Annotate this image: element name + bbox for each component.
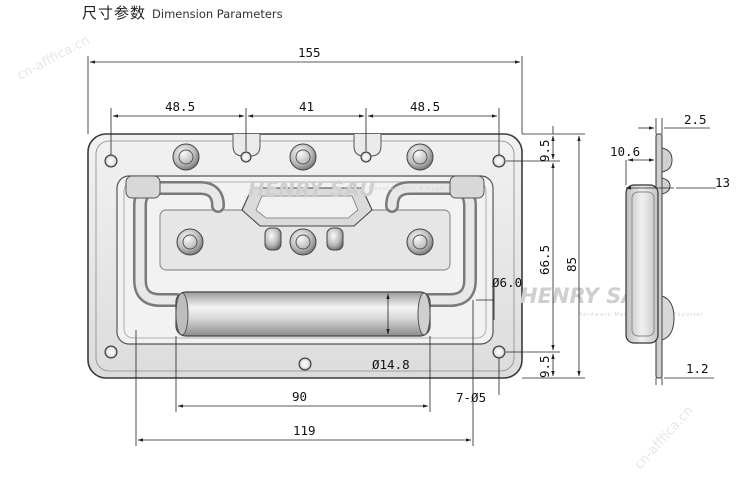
dim-rod-diameter: Ø6.0 xyxy=(492,275,522,290)
dimension-labels: 155 48.5 41 48.5 90 119 Ø14.8 Ø6.0 7-Ø5 … xyxy=(165,45,730,438)
dim-bar-diameter: Ø14.8 xyxy=(372,357,410,372)
title-chinese: 尺寸参数 xyxy=(82,4,147,22)
dim-side-depth: 10.6 xyxy=(610,144,640,159)
drawing-title: 尺寸参数 Dimension Parameters xyxy=(82,2,283,24)
watermark-brand-top: HENRY SAU xyxy=(248,177,375,201)
dim-top-margin: 9.5 xyxy=(537,139,552,162)
dim-plate-thickness: 1.2 xyxy=(686,361,709,376)
side-body xyxy=(625,184,659,344)
grip-bar xyxy=(175,291,431,337)
dim-hole-spacing-left: 48.5 xyxy=(165,99,195,114)
dimension-lines xyxy=(87,56,716,446)
side-view xyxy=(625,133,675,379)
dim-recess-width: 119 xyxy=(293,423,316,438)
dim-inner-height: 66.5 xyxy=(537,245,552,275)
dim-handle-span: 90 xyxy=(292,389,307,404)
dim-overall-width: 155 xyxy=(298,45,321,60)
dim-bottom-margin: 9.5 xyxy=(537,355,552,378)
dim-hole-spacing-center: 41 xyxy=(299,99,314,114)
title-english: Dimension Parameters xyxy=(152,7,283,21)
dim-mount-holes: 7-Ø5 xyxy=(456,390,486,405)
watermark-site-left: cn-afffica.cn xyxy=(15,33,93,84)
dim-total-height: 85 xyxy=(564,257,579,272)
dim-side-total: 13 xyxy=(715,175,730,190)
dim-side-flange: 2.5 xyxy=(684,112,707,127)
dim-hole-spacing-right: 48.5 xyxy=(410,99,440,114)
rivets xyxy=(172,143,434,256)
watermark-site-right: cn-afffica.cn xyxy=(632,403,697,472)
front-view xyxy=(87,133,523,379)
watermark-tagline-top: Hardware Manufacturer & Exporter xyxy=(332,186,458,192)
